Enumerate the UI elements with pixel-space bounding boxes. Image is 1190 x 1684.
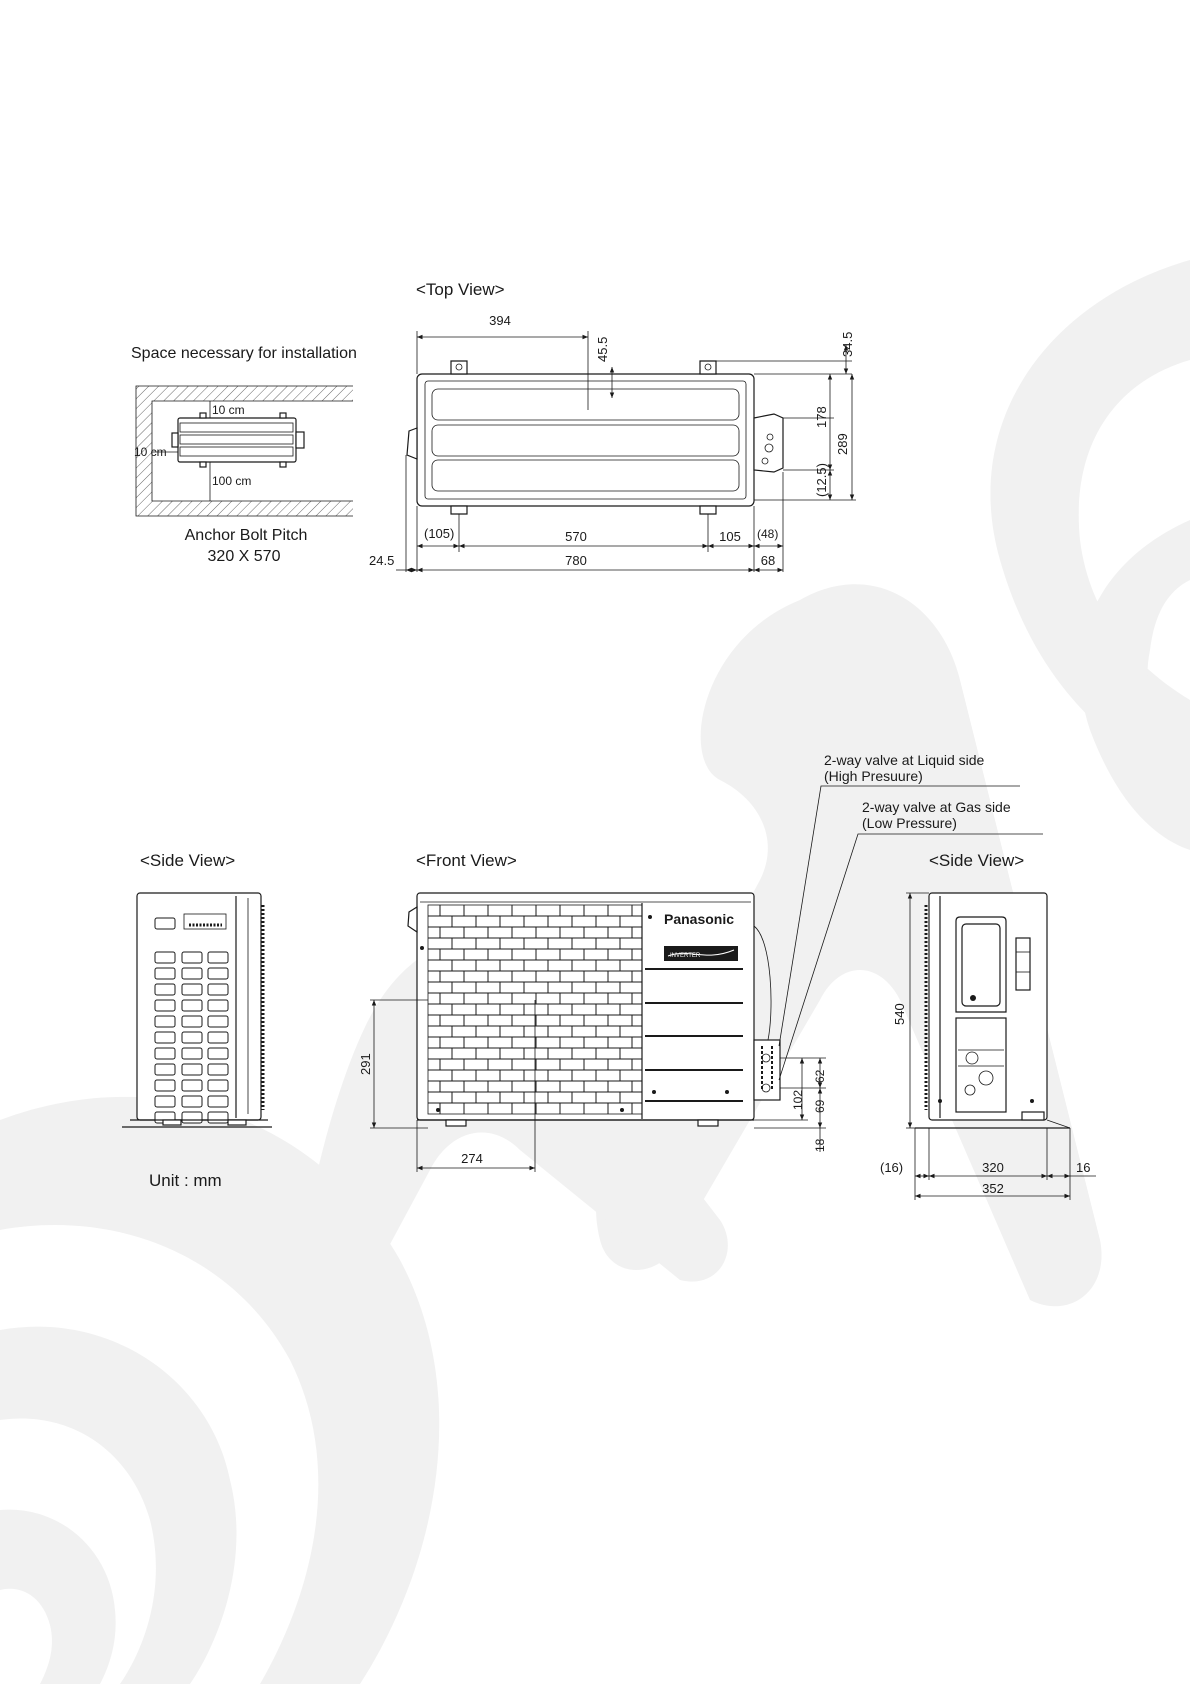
installation-caption: Space necessary for installation: [131, 345, 357, 362]
dim-16-right: 16: [1076, 1160, 1090, 1175]
svg-text:INVERTER: INVERTER: [670, 953, 701, 959]
install-unit-outline: [177, 417, 297, 463]
dim-48: (48): [757, 527, 778, 541]
wall-hatch: [136, 386, 353, 516]
install-top-clearance: 10 cm: [212, 403, 245, 417]
dim-69: 69: [813, 1099, 827, 1113]
dim-289: 289: [835, 433, 850, 455]
side-view-left-title: <Side View>: [140, 851, 235, 870]
front-view-drawing: Panasonic INVERTER 29: [358, 892, 827, 1172]
watermark-logo: [0, 260, 1190, 1684]
dim-320: 320: [982, 1160, 1004, 1175]
anchor-bolt-title: Anchor Bolt Pitch: [185, 527, 308, 544]
gas-valve-label: 2-way valve at Gas side: [862, 799, 1011, 815]
dim-570: 570: [565, 529, 587, 544]
top-view-title: <Top View>: [416, 280, 505, 299]
install-front-clearance: 100 cm: [212, 474, 251, 488]
dim-352: 352: [982, 1181, 1004, 1196]
brand-logo: Panasonic: [664, 911, 734, 927]
side-view-right-title: <Side View>: [929, 851, 1024, 870]
dim-274: 274: [461, 1151, 483, 1166]
right-side-view-drawing: 540 (16) 320 16 352: [880, 892, 1096, 1200]
dim-16-left: (16): [880, 1160, 903, 1175]
top-unit-body: [416, 373, 755, 507]
dim-102: 102: [791, 1090, 805, 1110]
installation-space-diagram: Space necessary for installation 10 cm 1…: [131, 345, 357, 565]
dim-105-left: (105): [424, 526, 454, 541]
dim-24-5: 24.5: [369, 553, 394, 568]
dim-178: 178: [814, 406, 829, 428]
unit-note: Unit : mm: [149, 1171, 222, 1190]
top-view-drawing: 394 45.5 34.5 178 289 (12.5) (105) 570: [369, 313, 856, 573]
dim-12-5: (12.5): [814, 463, 829, 497]
dim-540: 540: [892, 1003, 907, 1025]
left-side-view-drawing: Unit : mm: [122, 892, 272, 1190]
dim-34-5: 34.5: [840, 332, 855, 357]
dim-62: 62: [813, 1069, 827, 1083]
valve-assembly: [753, 1039, 781, 1101]
valve-callouts: 2-way valve at Liquid side (High Presuur…: [778, 752, 1043, 1081]
dim-780: 780: [565, 553, 587, 568]
dim-291: 291: [358, 1053, 373, 1075]
liquid-valve-label: 2-way valve at Liquid side: [824, 752, 985, 768]
liquid-valve-pressure: (High Presuure): [824, 768, 923, 784]
gas-valve-pressure: (Low Pressure): [862, 815, 957, 831]
install-left-clearance: 10 cm: [134, 445, 167, 459]
dim-68: 68: [761, 553, 775, 568]
dim-45-5: 45.5: [595, 337, 610, 362]
dim-394: 394: [489, 313, 511, 328]
dim-18: 18: [813, 1138, 827, 1152]
inverter-badge: [664, 946, 738, 961]
anchor-bolt-value: 320 X 570: [208, 548, 281, 565]
dim-105-right: 105: [719, 529, 741, 544]
front-view-title: <Front View>: [416, 851, 517, 870]
